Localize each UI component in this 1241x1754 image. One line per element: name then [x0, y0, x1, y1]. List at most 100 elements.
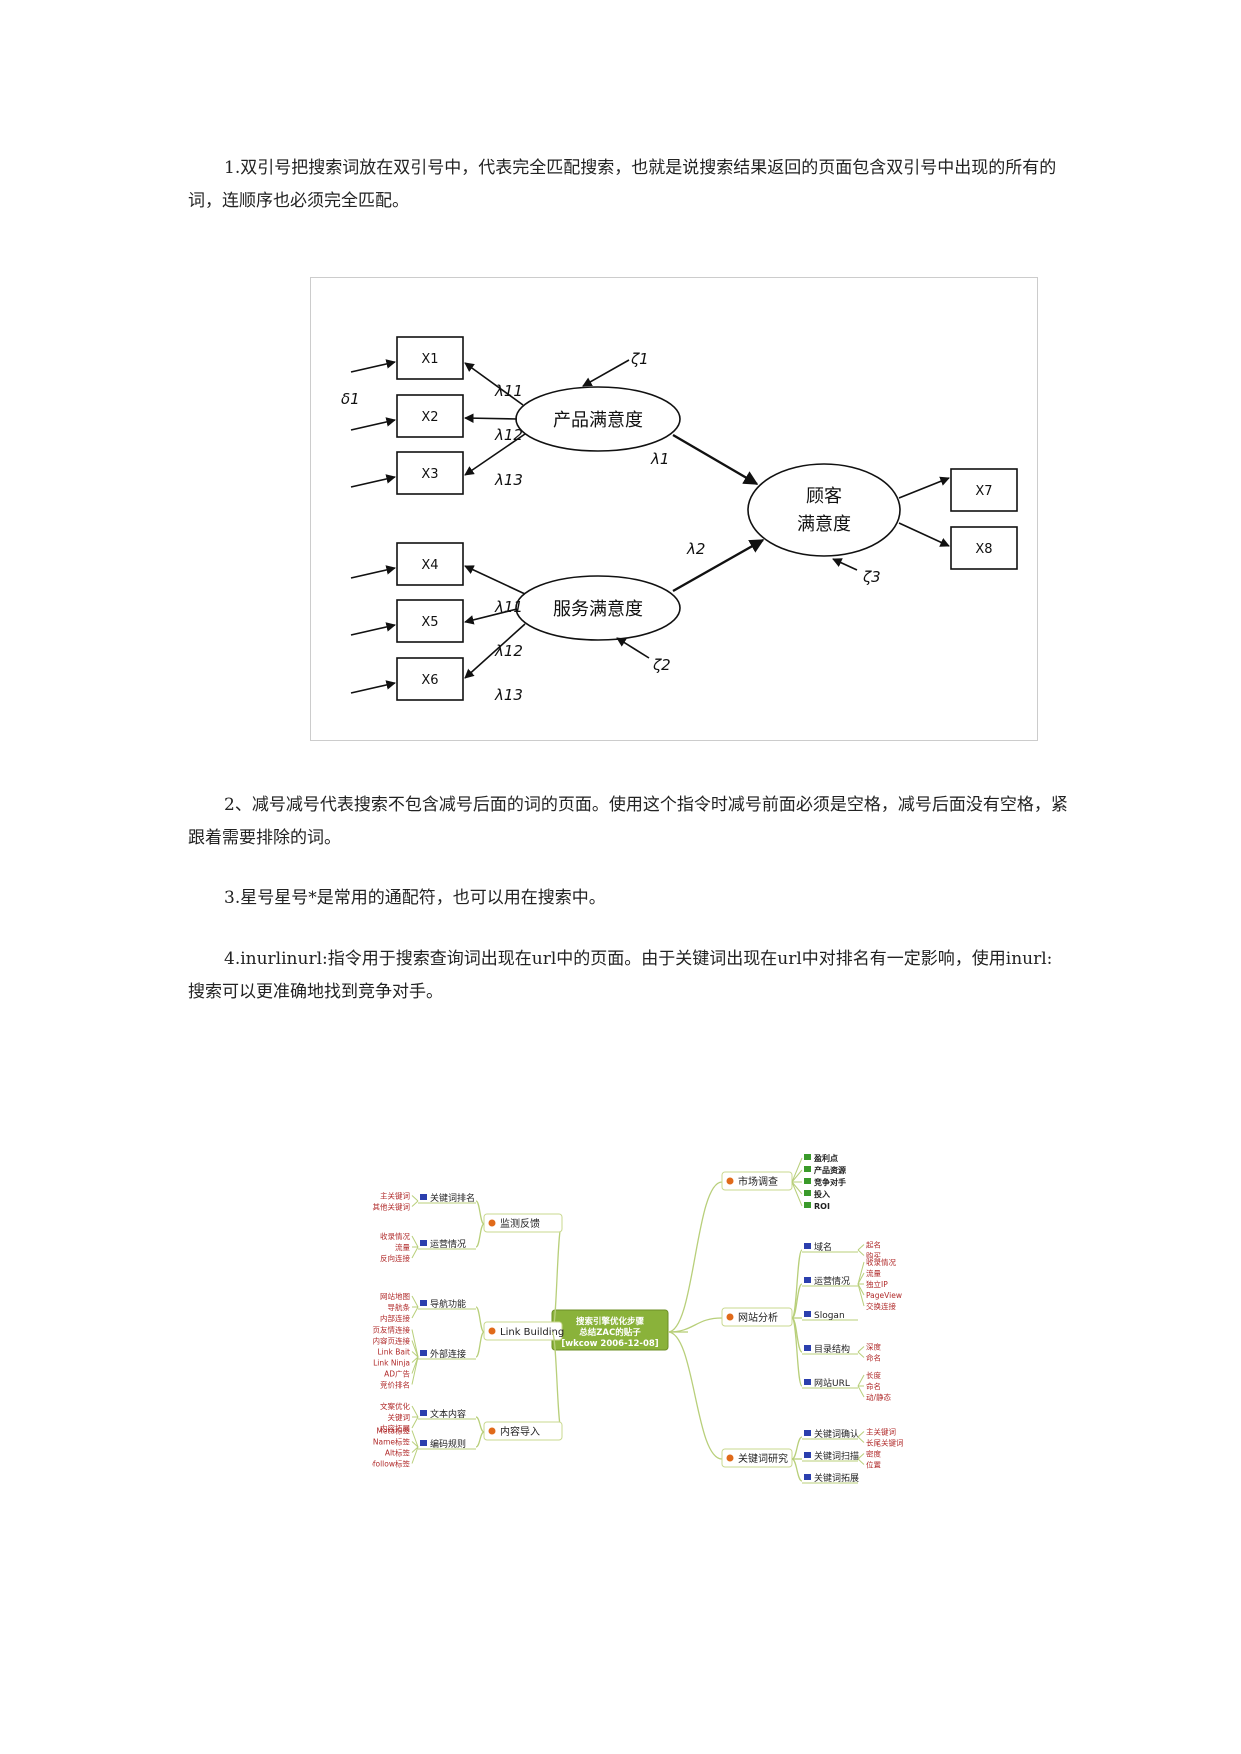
- leaf-link: [857, 1261, 865, 1285]
- box-x5: [396, 599, 464, 643]
- mindmap-link: [475, 1200, 485, 1225]
- leaf-link: [411, 1306, 419, 1319]
- sub-branch-label: 关键词排名: [430, 1192, 475, 1204]
- leaf-label: 流量: [866, 1268, 881, 1278]
- mindmap-link: [475, 1416, 485, 1433]
- paragraph-3-text: 3.星号星号*是常用的通配符，也可以用在搜索中。: [224, 888, 606, 908]
- leaf-link: [411, 1340, 419, 1358]
- flag-icon: [420, 1410, 427, 1416]
- label-lambda2: λ2: [686, 540, 705, 558]
- leaf-link: [411, 1195, 419, 1202]
- leaf-label: 内部连接: [380, 1313, 410, 1323]
- mindmap-link: [475, 1331, 485, 1358]
- flag-icon: [420, 1440, 427, 1446]
- leaf-link: [411, 1405, 419, 1418]
- sub-branch-label: 关键词确认: [814, 1428, 859, 1440]
- mindmap-link: [475, 1223, 485, 1248]
- flag-icon: [420, 1240, 427, 1246]
- center-node-text: 搜索引擎优化步骤: [576, 1316, 645, 1327]
- leaf-label: PageView: [866, 1291, 902, 1300]
- leaf-link: [857, 1453, 865, 1460]
- flag-icon: [420, 1300, 427, 1306]
- leaf-label: 动/静态: [866, 1392, 892, 1402]
- paragraph-2-text: 2、减号减号代表搜索不包含减号后面的词的页面。使用这个指令时减号前面必须是空格，…: [188, 795, 1068, 848]
- paragraph-4-text: 4.inurlinurl:指令用于搜索查询词出现在url中的页面。由于关键词出现…: [188, 949, 1053, 1002]
- flag-icon: [804, 1345, 811, 1351]
- flag-icon: [804, 1277, 811, 1283]
- leaf-label: AD广告: [384, 1369, 410, 1379]
- mindmap-link: [791, 1249, 803, 1319]
- box-x3: [396, 451, 464, 495]
- flag-icon: [804, 1379, 811, 1385]
- leaf-label: 网站地图: [380, 1291, 410, 1301]
- leaf-label: Meta标签: [376, 1426, 410, 1436]
- sem-diagram-svg: X1 X2 X3 X4 X5 X6 X7 X8 产品满意度 服务满意度 顾客 满…: [341, 336, 1018, 704]
- box-x4: [396, 542, 464, 586]
- main-branch-box: [721, 1448, 793, 1468]
- node-icon: [726, 1313, 734, 1321]
- leaf-label: 内容拓展: [380, 1423, 410, 1433]
- sub-branch-label: 域名: [814, 1241, 832, 1253]
- sub-branch-label: 导航功能: [430, 1298, 466, 1310]
- flag-icon: [804, 1166, 811, 1172]
- leaf-label: 关键词: [388, 1412, 411, 1422]
- label-lambda12-b: λ12: [494, 642, 523, 660]
- main-branch-label: 关键词研究: [738, 1452, 788, 1465]
- leaf-label: 命名: [866, 1353, 881, 1363]
- flag-icon: [420, 1350, 427, 1356]
- leaf-link: [857, 1283, 865, 1307]
- label-zeta3: ζ3: [862, 568, 881, 586]
- mindmap-link: [475, 1431, 485, 1448]
- box-x1: [396, 336, 464, 380]
- leaf-link: [857, 1436, 865, 1443]
- mindmap-link: [791, 1283, 803, 1319]
- box-x6: [396, 657, 464, 701]
- leaf-link: [857, 1272, 865, 1285]
- sub-branch-label: 运营情况: [430, 1238, 466, 1250]
- leaf-link: [857, 1374, 865, 1387]
- node-icon: [726, 1177, 734, 1185]
- leaf-label: 首页友情连接: [372, 1325, 410, 1335]
- leaf-link: [411, 1200, 419, 1207]
- leaf-link: [857, 1244, 865, 1251]
- main-branch-label: 网站分析: [738, 1311, 778, 1324]
- node-icon: [726, 1454, 734, 1462]
- leaf-label: 内容页连接: [373, 1336, 411, 1346]
- label-lambda12: λ12: [494, 426, 523, 444]
- leaf-label: 长度: [866, 1370, 881, 1380]
- leaf-link: [411, 1329, 419, 1358]
- main-branch-label: Link Building: [500, 1327, 564, 1338]
- leaf-label: 购买: [866, 1251, 881, 1261]
- mindmap-link: [667, 1331, 723, 1460]
- paragraph-2: 2、减号减号代表搜索不包含减号后面的词的页面。使用这个指令时减号前面必须是空格，…: [188, 789, 1068, 855]
- leaf-label: 流量: [395, 1242, 410, 1252]
- leaf-link: [411, 1446, 419, 1464]
- box-x7: [950, 468, 1018, 512]
- mindmap-link: [791, 1317, 803, 1387]
- flag-icon: [804, 1243, 811, 1249]
- leaf-link: [411, 1351, 419, 1358]
- leaf-label: 反向连接: [380, 1253, 410, 1263]
- sub-branch-label: 关键词拓展: [814, 1472, 859, 1484]
- leaf-label: Name标签: [373, 1437, 411, 1447]
- label-x2: X2: [421, 410, 438, 425]
- leaf-label: 产品资源: [814, 1165, 846, 1175]
- flag-icon: [804, 1311, 811, 1317]
- leaf-label: 其他关键词: [373, 1202, 411, 1212]
- flag-icon: [804, 1154, 811, 1160]
- sub-branch-label: 目录结构: [814, 1343, 850, 1355]
- leaf-label: 收录情况: [866, 1257, 896, 1267]
- leaf-link: [411, 1446, 419, 1453]
- label-x5: X5: [421, 615, 438, 630]
- mindmap-link: [791, 1436, 803, 1460]
- label-x1: X1: [421, 352, 438, 367]
- ellipse-service: [515, 575, 681, 641]
- leaf-label: Nofollow标签: [372, 1459, 410, 1469]
- mindmap-link: [667, 1317, 723, 1333]
- main-branch-label: 市场调查: [738, 1175, 778, 1188]
- main-branch-box: [483, 1213, 563, 1233]
- main-branch-box: [721, 1307, 793, 1327]
- leaf-label: 投入: [814, 1189, 830, 1199]
- leaf-link: [791, 1157, 803, 1183]
- label-lambda11: λ11: [494, 382, 523, 400]
